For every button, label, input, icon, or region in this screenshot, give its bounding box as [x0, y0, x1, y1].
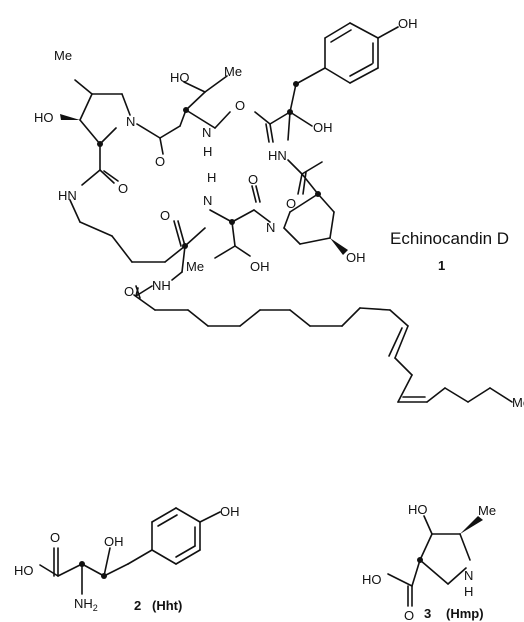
label-o: O [118, 181, 128, 196]
label-o: O [50, 530, 60, 545]
compound-number: 1 [438, 258, 445, 273]
label-oh: OH [250, 259, 270, 274]
label-nh2: NH2 [74, 596, 98, 613]
hmp-structure: HO Me HO O N H 3 (Hmp) [362, 502, 496, 622]
label-h: H [464, 584, 473, 599]
label-ho: HO [362, 572, 382, 587]
threonine-residue-2 [209, 185, 271, 259]
hydroxyproline-residue [283, 159, 348, 255]
echinocandin-d-structure: Me HO N HO Me O N H O OH OH HN O HN O H … [34, 16, 524, 410]
label-h: H [203, 144, 212, 159]
label-ho: HO [14, 563, 34, 578]
label-o: O [248, 172, 258, 187]
ornithine-residue [69, 199, 206, 281]
label-me: Me [512, 395, 524, 410]
label-n: N [126, 114, 135, 129]
label-hn: HN [268, 148, 287, 163]
label-n: N [203, 193, 212, 208]
label-n: N [202, 125, 211, 140]
compound-abbreviation: (Hmp) [446, 606, 484, 621]
label-oh: OH [346, 250, 366, 265]
hht-residue [254, 22, 399, 143]
label-oh: OH [313, 120, 333, 135]
compound-abbreviation: (Hht) [152, 598, 182, 613]
label-o: O [160, 208, 170, 223]
label-o: O [124, 284, 134, 299]
threonine-residue-1 [179, 75, 231, 129]
label-oh: OH [398, 16, 418, 31]
label-o: O [235, 98, 245, 113]
label-h: H [207, 170, 216, 185]
compound-number: 2 [134, 598, 141, 613]
label-oh: OH [104, 534, 124, 549]
label-nh: NH [152, 278, 171, 293]
label-me: Me [478, 503, 496, 518]
label-o: O [286, 196, 296, 211]
label-n: N [464, 568, 473, 583]
hht-structure: O HO OH OH NH2 2 (Hht) [14, 504, 240, 613]
label-n: N [266, 220, 275, 235]
label-ho: HO [170, 70, 190, 85]
label-me: Me [224, 64, 242, 79]
label-oh: OH [220, 504, 240, 519]
hmp-residue [60, 79, 181, 186]
label-me: Me [54, 48, 72, 63]
label-ho: HO [408, 502, 428, 517]
label-me: Me [186, 259, 204, 274]
compound-number: 3 [424, 606, 431, 621]
label-o: O [155, 154, 165, 169]
label-o: O [404, 608, 414, 622]
linoleoyl-side-chain [133, 285, 513, 403]
label-hn: HN [58, 188, 77, 203]
compound-name: Echinocandin D [390, 229, 509, 248]
label-ho: HO [34, 110, 54, 125]
